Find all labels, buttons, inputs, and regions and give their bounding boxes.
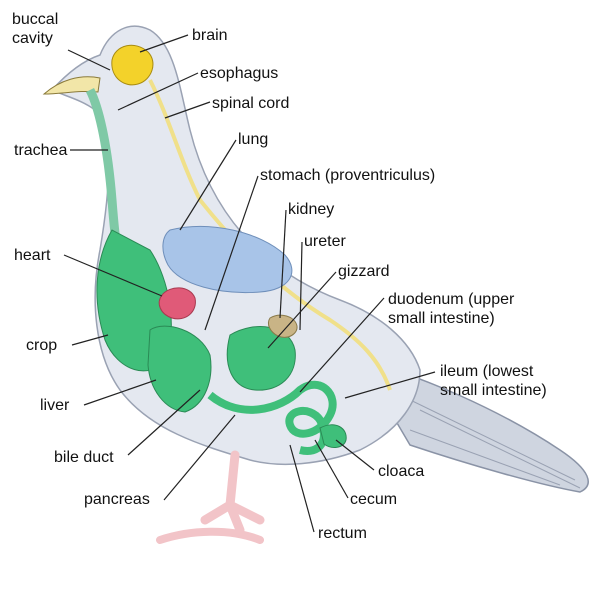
label-bile-duct: bile duct [54,448,114,467]
label-kidney: kidney [288,200,334,219]
cloaca [320,425,346,448]
label-stomach: stomach (proventriculus) [260,166,435,185]
label-duodenum-line1: duodenum (upper [388,290,514,309]
label-brain: brain [192,26,228,45]
label-duodenum-line2: small intestine) [388,309,514,328]
foot [160,532,260,540]
label-cloaca: cloaca [378,462,424,481]
label-ileum: ileum (lowest small intestine) [440,362,547,400]
label-buccal-cavity-line2: cavity [12,29,58,48]
label-rectum: rectum [318,524,367,543]
brain [112,45,153,85]
label-ileum-line2: small intestine) [440,381,547,400]
label-duodenum: duodenum (upper small intestine) [388,290,514,328]
label-spinal-cord: spinal cord [212,94,289,113]
label-esophagus: esophagus [200,64,278,83]
label-pancreas: pancreas [84,490,150,509]
label-buccal-cavity: buccal cavity [12,10,58,48]
heart [159,288,195,319]
label-trachea: trachea [14,141,67,160]
label-heart: heart [14,246,50,265]
label-cecum: cecum [350,490,397,509]
leg [205,455,260,530]
label-liver: liver [40,396,69,415]
label-crop: crop [26,336,57,355]
label-lung: lung [238,130,268,149]
label-buccal-cavity-line1: buccal [12,10,58,29]
label-gizzard: gizzard [338,262,390,281]
label-ureter: ureter [304,232,346,251]
label-ileum-line1: ileum (lowest [440,362,547,381]
